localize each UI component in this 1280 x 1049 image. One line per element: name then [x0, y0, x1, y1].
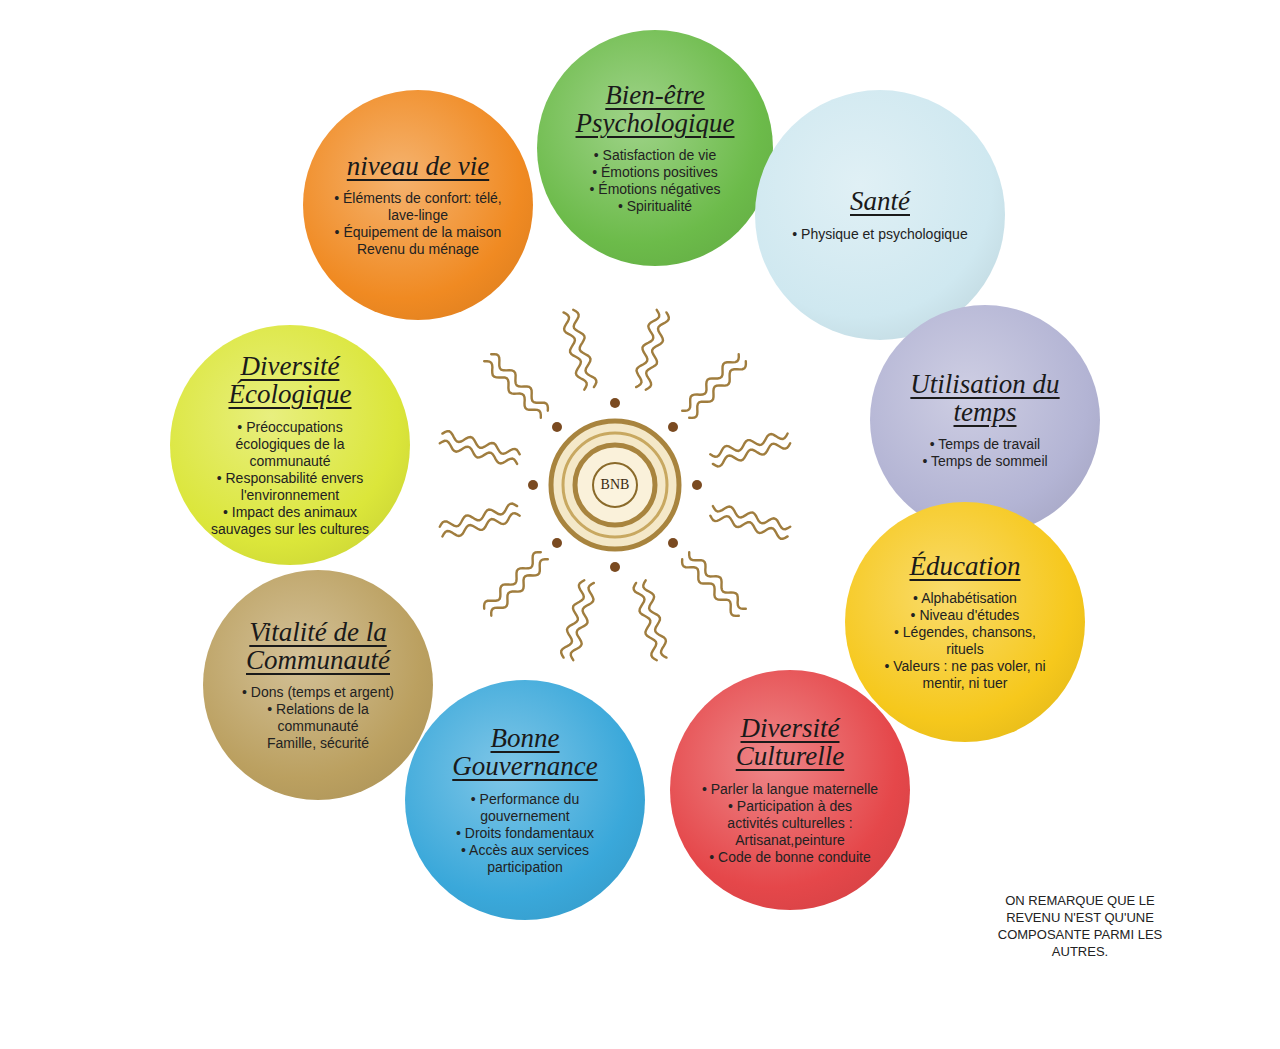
sun-ray	[713, 443, 790, 466]
circle-item: • Impact des animaux sauvages sur les cu…	[201, 504, 379, 538]
circle-content: niveau de vie • Éléments de confort: télé…	[333, 152, 503, 259]
circle-content: Diversité Culturelle • Parler la langue m…	[701, 714, 879, 866]
theme-circle: Diversité Culturelle • Parler la langue m…	[670, 670, 910, 910]
circle-item: • Parler la langue maternelle	[702, 781, 878, 798]
sun-ray	[689, 361, 746, 418]
circle-item: • Participation à des activités culturel…	[701, 798, 879, 849]
center-badge: BNB	[592, 462, 638, 508]
circle-heading: Bonne Gouvernance	[436, 724, 614, 781]
sun-ray	[634, 583, 657, 660]
theme-circle: niveau de vie • Éléments de confort: télé…	[303, 90, 533, 320]
sun-ray	[561, 580, 584, 657]
circle-content: Bien-être Psychologique • Satisfaction de…	[568, 81, 743, 216]
circle-content: BNB	[601, 477, 630, 493]
sun-ray	[440, 504, 517, 527]
side-note: ON REMARQUE QUE LE REVENU N'EST QU'UNE C…	[996, 893, 1164, 961]
circle-content: Utilisation du temps • Temps de travail• …	[900, 370, 1070, 471]
circle-item: • Niveau d'études	[911, 607, 1020, 624]
theme-circle: Éducation • Alphabétisation• Niveau d'étu…	[845, 502, 1085, 742]
circle-item: Famille, sécurité	[267, 735, 369, 752]
sun-dot	[692, 480, 702, 490]
circle-content: Éducation • Alphabétisation• Niveau d'étu…	[876, 552, 1054, 693]
circle-item: • Relations de la communauté	[233, 701, 403, 735]
theme-circle: Diversité Écologique • Préoccupations éco…	[170, 325, 410, 565]
sun-dot	[668, 422, 678, 432]
circle-heading: Diversité Écologique	[201, 352, 379, 409]
circle-item: • Émotions positives	[592, 164, 718, 181]
circle-heading: Santé	[850, 187, 910, 215]
circle-item: • Temps de sommeil	[922, 453, 1047, 470]
sun-dot	[528, 480, 538, 490]
circle-heading: Éducation	[910, 552, 1021, 580]
sun-ray	[710, 516, 787, 539]
circle-item: • Éléments de confort: télé, lave-linge	[333, 190, 503, 224]
sun-dot	[668, 538, 678, 548]
sun-ring	[563, 433, 667, 537]
theme-circle: Santé • Physique et psychologique	[755, 90, 1005, 340]
circle-item: • Valeurs : ne pas voler, ni mentir, ni …	[876, 658, 1054, 692]
sun-ray	[646, 312, 669, 389]
circle-content: Vitalité de la Communauté • Dons (temps e…	[233, 618, 403, 753]
circle-content: Diversité Écologique • Préoccupations éco…	[201, 352, 379, 538]
sun-ray	[484, 552, 541, 609]
center-label: BNB	[601, 477, 630, 493]
circle-item: • Accès aux services participation	[436, 842, 614, 876]
sun-ray	[442, 431, 519, 454]
sun-dot	[610, 562, 620, 572]
circle-content: Bonne Gouvernance • Performance du gouver…	[436, 724, 614, 876]
circle-content: Santé • Physique et psychologique	[788, 187, 973, 242]
circle-item: • Émotions négatives	[590, 181, 721, 198]
sun-ray	[573, 310, 596, 387]
sun-dot	[610, 398, 620, 408]
circle-item: • Alphabétisation	[913, 590, 1017, 607]
theme-circle: Utilisation du temps • Temps de travail• …	[870, 305, 1100, 535]
circle-item: • Spiritualité	[618, 198, 692, 215]
sun-ring	[575, 445, 655, 525]
circle-item: • Performance du gouvernement	[436, 791, 614, 825]
circle-item: • Équipement de la maison	[335, 224, 502, 241]
circle-item: • Temps de travail	[930, 436, 1040, 453]
sun-ray	[491, 354, 548, 411]
circle-item: • Droits fondamentaux	[456, 825, 594, 842]
circle-item: • Responsabilité envers l'environnement	[201, 470, 379, 504]
circle-item: • Code de bonne conduite	[709, 849, 870, 866]
circle-heading: Vitalité de la Communauté	[233, 618, 403, 675]
circle-heading: Utilisation du temps	[900, 370, 1070, 427]
theme-circle: Vitalité de la Communauté • Dons (temps e…	[203, 570, 433, 800]
circle-item: • Préoccupations écologiques de la commu…	[201, 419, 379, 470]
circle-item: • Légendes, chansons, rituels	[876, 624, 1054, 658]
circle-heading: Diversité Culturelle	[701, 714, 879, 771]
circle-item: Revenu du ménage	[357, 241, 479, 258]
circle-item: • Satisfaction de vie	[594, 147, 716, 164]
circle-item: • Dons (temps et argent)	[242, 684, 394, 701]
sun-dot	[552, 422, 562, 432]
sun-ring	[551, 421, 679, 549]
theme-circle: Bien-être Psychologique • Satisfaction de…	[537, 30, 773, 266]
circle-heading: niveau de vie	[347, 152, 489, 180]
sun-dot	[552, 538, 562, 548]
circle-item: • Physique et psychologique	[792, 226, 967, 243]
sun-ray	[682, 559, 739, 616]
circle-heading: Bien-être Psychologique	[568, 81, 743, 138]
theme-circle: Bonne Gouvernance • Performance du gouver…	[405, 680, 645, 920]
